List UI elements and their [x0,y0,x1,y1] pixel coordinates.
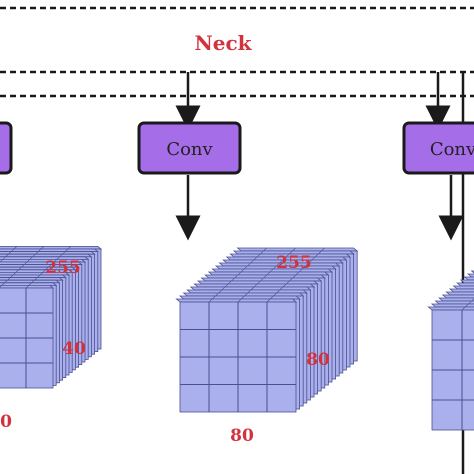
conv-box-middle: Conv [137,121,242,175]
cube-slice-top [456,282,474,287]
cube-grid-line [208,247,267,303]
cube-grid-line [0,246,18,263]
cube-grid-line [237,247,296,303]
left-width-label: 0 [0,412,12,432]
cube-slice-top [200,277,323,282]
middle-height-label: 80 [306,350,330,370]
cube-slice-top [448,288,474,293]
feature-map-cube-right [427,270,474,431]
cube-grid-line [266,247,325,303]
conv-box-right: Conv [402,121,474,175]
conv-box-left [0,121,13,175]
cube-slice-top [463,276,474,281]
cube-grid-line [0,246,45,288]
feature-map-cube-middle [175,247,359,413]
cube-slice-top [175,298,298,303]
cube-slice-top [189,286,312,291]
cube-slice-top [441,294,474,299]
conv-label-middle: Conv [166,139,213,160]
cube-slice-top [236,247,359,252]
cube-slice-top [178,295,301,300]
cube-slice-top [211,268,334,273]
cube-slice-top [438,297,474,302]
cube-grid-line [25,246,72,289]
neck-title: Neck [194,31,252,55]
cube-slice-top [182,292,305,297]
cube-slice-top [470,270,474,274]
cube-slice-top [445,291,474,296]
middle-width-label: 80 [230,426,254,446]
feature-map-cube-left [0,245,103,389]
cube-slice-top [452,285,474,290]
middle-channels-label: 255 [276,253,312,273]
cube-slice-top [430,303,474,308]
cube-slice-top [459,279,474,284]
left-channels-label: 255 [45,258,81,278]
cube-slice-top [427,306,474,311]
cube-slice-top [186,289,308,294]
conv-label-right: Conv [430,139,474,160]
cube-slice-top [466,273,474,278]
left-height-label: 40 [62,339,86,359]
cube-slice-top [434,300,474,305]
cube-grid-line [461,298,474,311]
